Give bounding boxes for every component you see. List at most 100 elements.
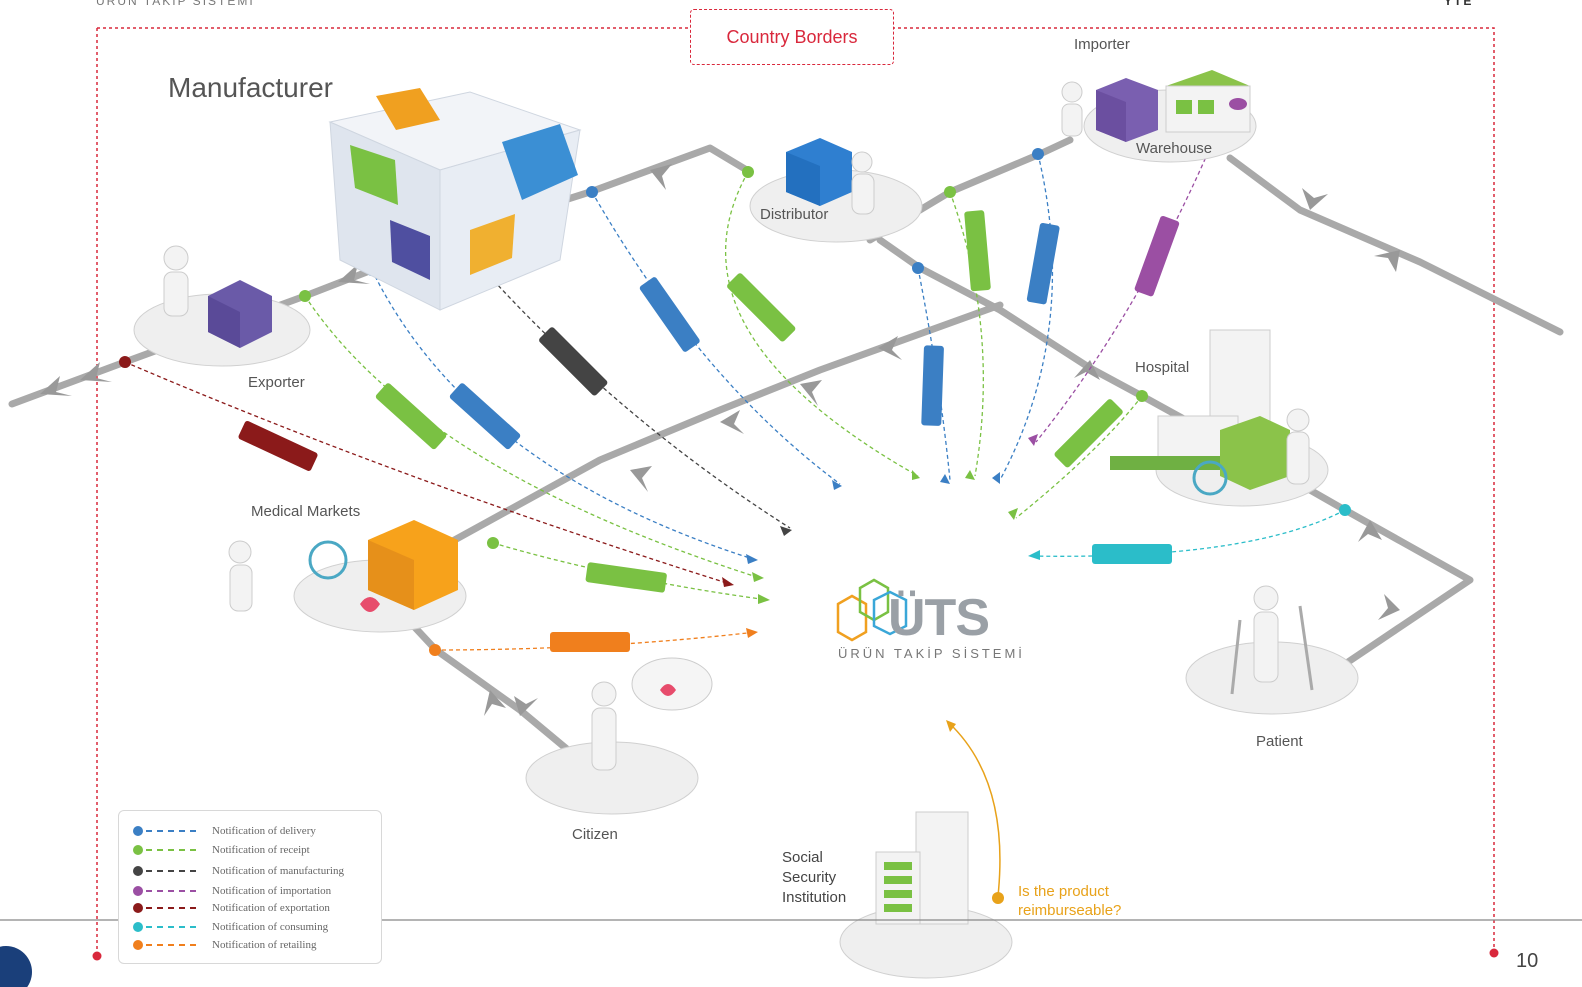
legend-item: Notification of manufacturing bbox=[133, 863, 344, 879]
flow-consuming bbox=[1029, 509, 1346, 557]
road-arrow bbox=[720, 410, 744, 434]
tag-delivery bbox=[921, 345, 944, 426]
flow-delivery-manufacturer bbox=[371, 269, 757, 561]
road-arrow bbox=[514, 696, 538, 716]
actor-citizen: Citizen bbox=[572, 826, 618, 843]
legend-label: Notification of importation bbox=[212, 885, 332, 897]
dot-delivery bbox=[586, 186, 598, 198]
legend-label: Notification of receipt bbox=[212, 844, 310, 856]
road-arrow bbox=[878, 336, 902, 360]
dot-consuming bbox=[1339, 504, 1351, 516]
legend-dash bbox=[146, 830, 196, 832]
road-citizen bbox=[404, 616, 584, 764]
flow-receipt-distributor bbox=[725, 171, 919, 477]
road-arrow bbox=[630, 466, 652, 492]
arrow-delivery bbox=[940, 474, 950, 484]
arrow-delivery bbox=[832, 480, 842, 490]
page-number: 10 bbox=[1516, 950, 1539, 972]
road-arrow bbox=[40, 376, 72, 396]
legend-dot bbox=[133, 922, 143, 932]
arrow-consuming bbox=[1028, 550, 1040, 560]
road-arrows bbox=[40, 164, 1400, 716]
dot-receipt bbox=[742, 166, 754, 178]
actor-warehouse: Warehouse bbox=[1136, 140, 1213, 157]
arrow-receipt bbox=[758, 594, 770, 604]
legend-dash bbox=[146, 926, 196, 928]
uts-logo-name: ÜTS bbox=[888, 589, 990, 647]
flow-exportation bbox=[124, 361, 731, 585]
legend-dot bbox=[133, 866, 143, 876]
legend-label: Notification of exportation bbox=[212, 902, 330, 914]
arrow-receipt bbox=[965, 470, 975, 480]
social-security-illustration bbox=[875, 811, 969, 925]
tag-importation bbox=[1134, 216, 1180, 297]
actor-social-security-line: Social bbox=[782, 849, 823, 866]
road-arrow bbox=[800, 380, 822, 406]
distributor-illustration bbox=[786, 138, 875, 215]
dot-receipt bbox=[1136, 390, 1148, 402]
legend-dot bbox=[133, 845, 143, 855]
arrow-receipt bbox=[752, 572, 764, 582]
legend-dash bbox=[146, 907, 196, 909]
tag-delivery bbox=[449, 383, 521, 450]
actor-social-security: Social Security Institution bbox=[782, 848, 846, 908]
actor-patient: Patient bbox=[1256, 733, 1303, 750]
arrow-exportation bbox=[722, 577, 734, 587]
legend-dot bbox=[133, 903, 143, 913]
uts-logo-subtitle: ÜRÜN TAKİP SİSTEMİ bbox=[838, 646, 1025, 661]
road-arrow bbox=[80, 362, 112, 382]
tag-receipt bbox=[727, 273, 796, 342]
flow-reimbursement bbox=[947, 721, 1001, 897]
flow-arrowheads bbox=[722, 434, 1040, 732]
manufacturer-cube bbox=[328, 88, 582, 311]
dot-retailing bbox=[429, 644, 441, 656]
actor-importer: Importer bbox=[1074, 36, 1130, 53]
legend-item: Notification of importation bbox=[133, 883, 331, 899]
actor-manufacturer: Manufacturer bbox=[168, 72, 333, 103]
tag-exportation bbox=[238, 420, 318, 471]
hospital-illustration bbox=[1110, 329, 1310, 496]
tag-receipt bbox=[1054, 399, 1123, 468]
corner-logo bbox=[0, 946, 32, 987]
legend-item: Notification of consuming bbox=[133, 919, 328, 935]
legend-label: Notification of retailing bbox=[212, 939, 317, 951]
citizen-illustration bbox=[591, 657, 713, 771]
legend-dot bbox=[133, 886, 143, 896]
road-retail bbox=[436, 301, 1004, 552]
road-arrow bbox=[650, 164, 672, 190]
header-system-name: ÜRÜN TAKİP SİSTEMİ bbox=[96, 0, 255, 8]
arrow-delivery bbox=[992, 472, 1000, 484]
actor-distributor: Distributor bbox=[760, 206, 829, 223]
actor-hospital: Hospital bbox=[1135, 359, 1190, 376]
legend-dot bbox=[133, 826, 143, 836]
arrow-reimbursement bbox=[946, 720, 956, 732]
tag-retailing bbox=[550, 632, 630, 652]
tag-consuming bbox=[1092, 544, 1172, 564]
legend-item: Notification of receipt bbox=[133, 842, 310, 858]
legend-item: Notification of retailing bbox=[133, 937, 316, 953]
flow-receipt-exporter bbox=[304, 295, 761, 579]
legend-dot bbox=[133, 940, 143, 950]
reimbursement-question-line: Is the product bbox=[1018, 883, 1109, 900]
country-border bbox=[96, 27, 1495, 955]
dot-receipt bbox=[487, 537, 499, 549]
reimbursement-question: Is the product reimburseable? bbox=[1018, 882, 1121, 920]
legend-dash bbox=[146, 944, 196, 946]
flow-delivery-dist2 bbox=[917, 267, 951, 481]
arrow-receipt bbox=[1008, 508, 1018, 520]
actor-social-security-line: Security bbox=[782, 869, 837, 886]
exporter-illustration bbox=[163, 245, 272, 348]
arrow-importation bbox=[1028, 434, 1038, 446]
actor-social-security-line: Institution bbox=[782, 889, 847, 906]
arrow-manufacturing bbox=[780, 526, 792, 536]
tag-delivery bbox=[1026, 223, 1060, 305]
arrow-delivery bbox=[746, 554, 758, 564]
legend: Notification of delivery Notification of… bbox=[118, 810, 382, 964]
road-arrow bbox=[338, 264, 370, 284]
dot-reimbursement bbox=[992, 892, 1004, 904]
market-illustration bbox=[228, 520, 458, 612]
flow-receipt-hospital bbox=[1015, 395, 1143, 519]
header-brand: YTE bbox=[1444, 0, 1474, 8]
actor-medical-markets: Medical Markets bbox=[251, 503, 361, 520]
